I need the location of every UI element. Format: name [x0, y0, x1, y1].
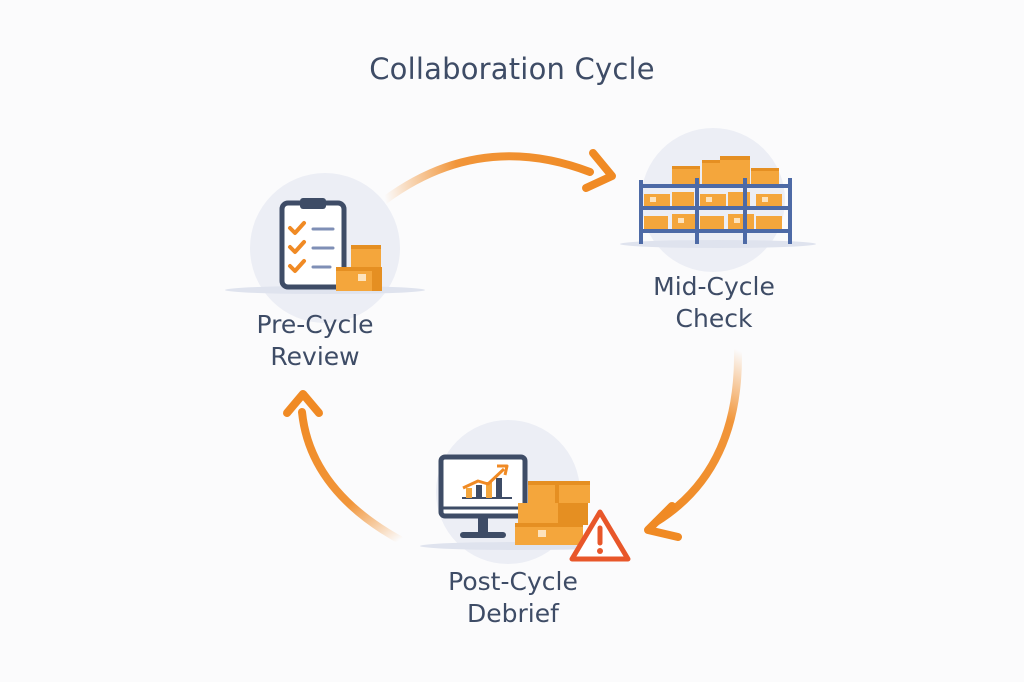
monitor-chart-warning-icon: [420, 420, 631, 564]
stage-label-line: Debrief: [467, 599, 559, 628]
arrow-post-to-pre: [283, 390, 404, 544]
stage-label-line: Mid-Cycle: [653, 272, 775, 301]
clipboard-checklist-icon: [225, 173, 425, 323]
warehouse-shelf-icon: [620, 128, 816, 272]
stage-label-line: Review: [270, 342, 360, 371]
stage-label-line: Check: [675, 304, 753, 333]
stage-label-post-cycle-debrief: Post-Cycle Debrief: [413, 566, 613, 630]
stage-label-mid-cycle-check: Mid-Cycle Check: [614, 271, 814, 335]
stage-label-pre-cycle-review: Pre-Cycle Review: [215, 309, 415, 373]
diagram-title: Collaboration Cycle: [369, 52, 655, 86]
stage-label-line: Post-Cycle: [448, 567, 578, 596]
stage-label-line: Pre-Cycle: [256, 310, 374, 339]
arrow-pre-to-mid: [381, 149, 616, 204]
arrow-mid-to-post: [644, 346, 743, 541]
